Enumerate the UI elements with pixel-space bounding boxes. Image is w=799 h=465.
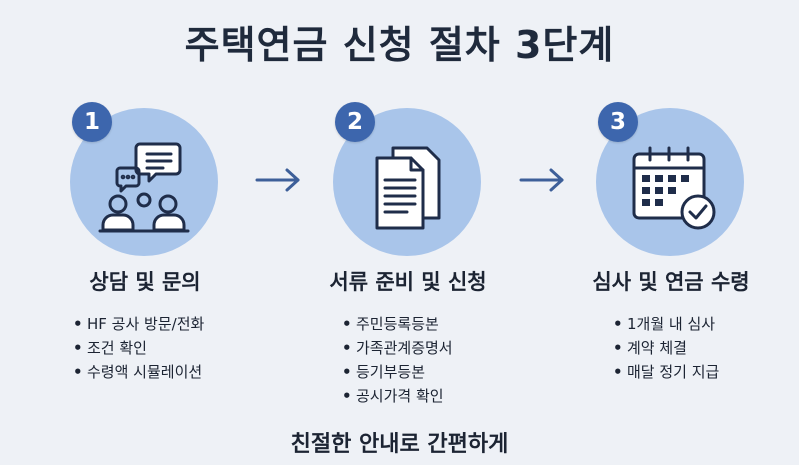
arrow-right-icon (519, 168, 564, 192)
list-item: •등기부등본 (342, 360, 453, 384)
step-items-list: •HF 공사 방문/전화 •조건 확인 •수령액 시뮬레이션 (73, 312, 204, 384)
step-items-list: •주민등록등본 •가족관계증명서 •등기부등본 •공시가격 확인 (342, 312, 453, 408)
consultation-people-icon (98, 142, 190, 233)
step-number-badge: 3 (598, 102, 638, 142)
list-item-text: 조건 확인 (87, 339, 147, 357)
list-item: •주민등록등본 (342, 312, 453, 336)
arrow-right-icon (255, 168, 300, 192)
list-item-text: 공시가격 확인 (356, 387, 444, 405)
step-number-badge: 1 (72, 102, 112, 142)
list-item: •조건 확인 (73, 336, 204, 360)
step-title: 상담 및 문의 (89, 270, 201, 294)
step-icon-circle (333, 108, 481, 256)
bullet-dot: • (342, 363, 352, 381)
bullet-dot: • (342, 387, 352, 405)
list-item: •HF 공사 방문/전화 (73, 312, 204, 336)
calendar-check-icon (632, 146, 716, 230)
step-title: 심사 및 연금 수령 (592, 270, 750, 294)
bullet-dot: • (342, 339, 352, 357)
list-item-text: 1개월 내 심사 (627, 315, 716, 333)
step-icon-circle (70, 108, 218, 256)
list-item-text: 주민등록등본 (356, 315, 439, 333)
list-item-text: 등기부등본 (356, 363, 426, 381)
documents-icon (375, 146, 441, 230)
bullet-dot: • (342, 315, 352, 333)
footer-tagline: 친절한 안내로 간편하게 (290, 432, 509, 457)
list-item-text: 가족관계증명서 (356, 339, 453, 357)
bullet-dot: • (613, 363, 623, 381)
list-item: •1개월 내 심사 (613, 312, 719, 336)
list-item-text: HF 공사 방문/전화 (87, 315, 205, 333)
bullet-dot: • (613, 315, 623, 333)
step-number-badge: 2 (335, 102, 375, 142)
bullet-dot: • (613, 339, 623, 357)
list-item: •계약 체결 (613, 336, 719, 360)
bullet-dot: • (73, 339, 83, 357)
bullet-dot: • (73, 363, 83, 381)
step-items-list: •1개월 내 심사 •계약 체결 •매달 정기 지급 (613, 312, 719, 384)
bullet-dot: • (73, 315, 83, 333)
list-item: •공시가격 확인 (342, 384, 453, 408)
list-item: •매달 정기 지급 (613, 360, 719, 384)
step-title: 서류 준비 및 신청 (329, 270, 487, 294)
list-item: •가족관계증명서 (342, 336, 453, 360)
list-item-text: 수령액 시뮬레이션 (87, 363, 203, 381)
list-item-text: 계약 체결 (627, 339, 687, 357)
page-title: 주택연금 신청 절차 3단계 (184, 23, 615, 67)
list-item-text: 매달 정기 지급 (627, 363, 720, 381)
list-item: •수령액 시뮬레이션 (73, 360, 204, 384)
